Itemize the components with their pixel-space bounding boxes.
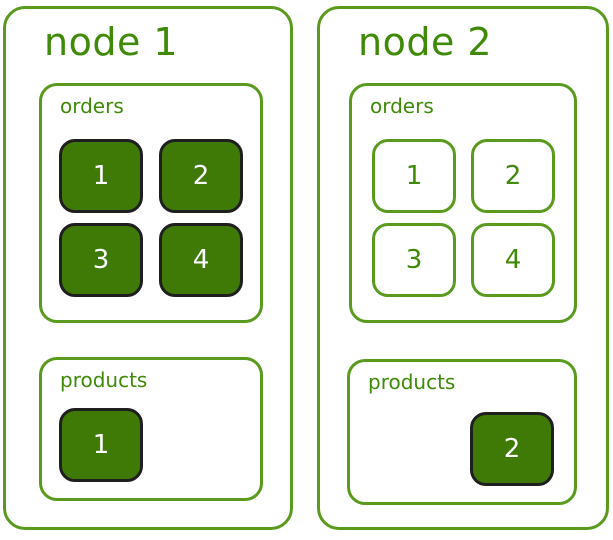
shard-1: 1 (59, 408, 143, 482)
orders-index: orders 1 2 3 4 (349, 83, 577, 323)
products-index: products 2 (347, 359, 577, 505)
index-title: orders (60, 94, 124, 118)
shard-4: 4 (159, 223, 243, 297)
node-1-panel: node 1 orders 1 2 3 4 products 1 (3, 6, 293, 530)
shard-2: 2 (471, 139, 555, 213)
shard-2: 2 (470, 412, 554, 486)
index-title: products (60, 368, 148, 392)
node-title: node 1 (44, 20, 179, 64)
shard-4: 4 (471, 223, 555, 297)
products-index: products 1 (39, 357, 263, 501)
shard-2: 2 (159, 139, 243, 213)
index-title: orders (370, 94, 434, 118)
node-title: node 2 (358, 20, 493, 64)
node-2-panel: node 2 orders 1 2 3 4 products 2 (317, 6, 609, 530)
orders-index: orders 1 2 3 4 (39, 83, 263, 323)
shard-1: 1 (372, 139, 456, 213)
shard-3: 3 (59, 223, 143, 297)
shard-1: 1 (59, 139, 143, 213)
shard-3: 3 (372, 223, 456, 297)
index-title: products (368, 370, 456, 394)
